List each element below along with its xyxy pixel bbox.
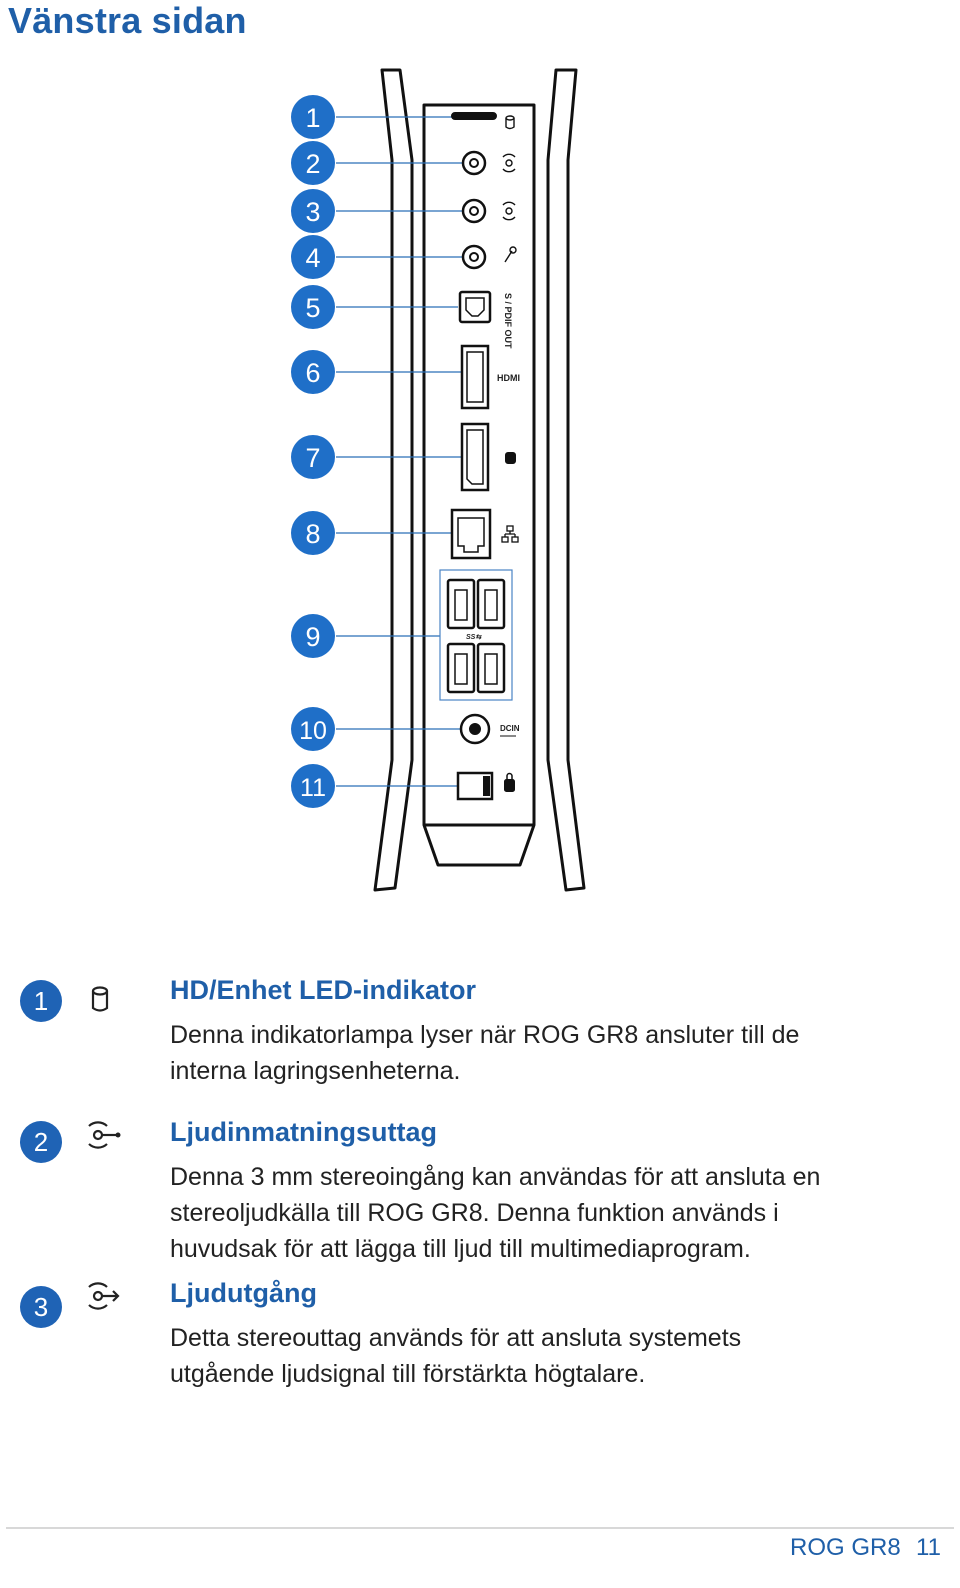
callout-number: 8: [305, 519, 320, 549]
displayport-icon: [505, 452, 516, 464]
callout-number: 6: [305, 358, 320, 388]
page-title: Vänstra sidan: [8, 0, 247, 41]
section-body: Denna indikatorlampa lyser när ROG GR8 a…: [170, 1021, 800, 1085]
device-side-diagram: S / PDIF OUT HDMI SS⇆ DCIN 1 2 3 4 5 6: [291, 68, 586, 892]
callout-5: 5: [291, 285, 335, 329]
callout-11: 11: [291, 764, 335, 808]
callout-1: 1: [291, 95, 335, 139]
callout-4: 4: [291, 235, 335, 279]
callout-7: 7: [291, 435, 335, 479]
kensington-lock-icon: [504, 772, 515, 792]
section-heading: HD/Enhet LED-indikator: [170, 975, 477, 1005]
footer-divider: [6, 1527, 954, 1529]
spdif-label: S / PDIF OUT: [503, 293, 513, 349]
hdmi-port: [460, 344, 490, 410]
callout-2: 2: [291, 141, 335, 185]
footer-page-number: 11: [916, 1534, 941, 1561]
mic-small-icon: [504, 246, 517, 263]
callout-number: 4: [305, 243, 320, 273]
section-heading: Ljudutgång: [170, 1278, 317, 1308]
callout-number: 11: [300, 774, 326, 802]
dcin-label: DCIN: [500, 724, 520, 733]
audio-in-jack: [461, 150, 487, 176]
section-number-badge: 1: [20, 980, 62, 1022]
callout-3: 3: [291, 189, 335, 233]
audio-output-icon: [88, 1282, 120, 1310]
displayport-port: [460, 422, 490, 492]
hdd-led-icon: [91, 986, 109, 1012]
usb-port: [446, 642, 476, 694]
footer-product-name: ROG GR8: [790, 1534, 901, 1561]
usb-port: [446, 578, 476, 630]
callout-number: 5: [305, 293, 320, 323]
callout-number: 7: [305, 443, 320, 473]
callout-number: 3: [305, 197, 320, 227]
usb-port: [476, 578, 506, 630]
mic-jack: [461, 244, 487, 270]
network-icon: [501, 525, 519, 543]
callout-10: 10: [291, 707, 335, 751]
callout-number: 9: [305, 622, 320, 652]
hdmi-label: HDMI: [497, 373, 520, 383]
hdd-led-icon: [505, 115, 515, 130]
audio-in-small-icon: [502, 153, 516, 173]
callout-9: 9: [291, 614, 335, 658]
section-number-badge: 2: [20, 1121, 62, 1163]
section-number-badge: 3: [20, 1286, 62, 1328]
usb-group-frame: [439, 569, 513, 701]
device-body: [373, 68, 586, 892]
usb-logo-label: SS⇆: [466, 634, 482, 641]
led-slot: [451, 112, 497, 120]
callout-badges: 1 2 3 4 5 6 7 8: [291, 95, 335, 808]
section-heading: Ljudinmatningsuttag: [170, 1117, 437, 1147]
section-body: Denna 3 mm stereoingång kan användas för…: [170, 1163, 821, 1263]
callout-number: 10: [299, 717, 327, 745]
dc-in-port: [459, 713, 491, 745]
lan-port: [450, 508, 492, 560]
usb-port: [476, 642, 506, 694]
audio-out-jack: [461, 198, 487, 224]
leader-lines: [336, 116, 462, 787]
ports: [439, 112, 519, 801]
audio-out-small-icon: [502, 201, 516, 221]
callout-8: 8: [291, 511, 335, 555]
kensington-slot: [456, 771, 494, 801]
callout-number: 2: [305, 149, 320, 179]
callout-number: 1: [305, 103, 320, 133]
callout-6: 6: [291, 350, 335, 394]
spdif-port: [458, 290, 492, 324]
section-body: Detta stereouttag används för att anslut…: [170, 1324, 742, 1388]
audio-input-icon: [88, 1121, 121, 1149]
